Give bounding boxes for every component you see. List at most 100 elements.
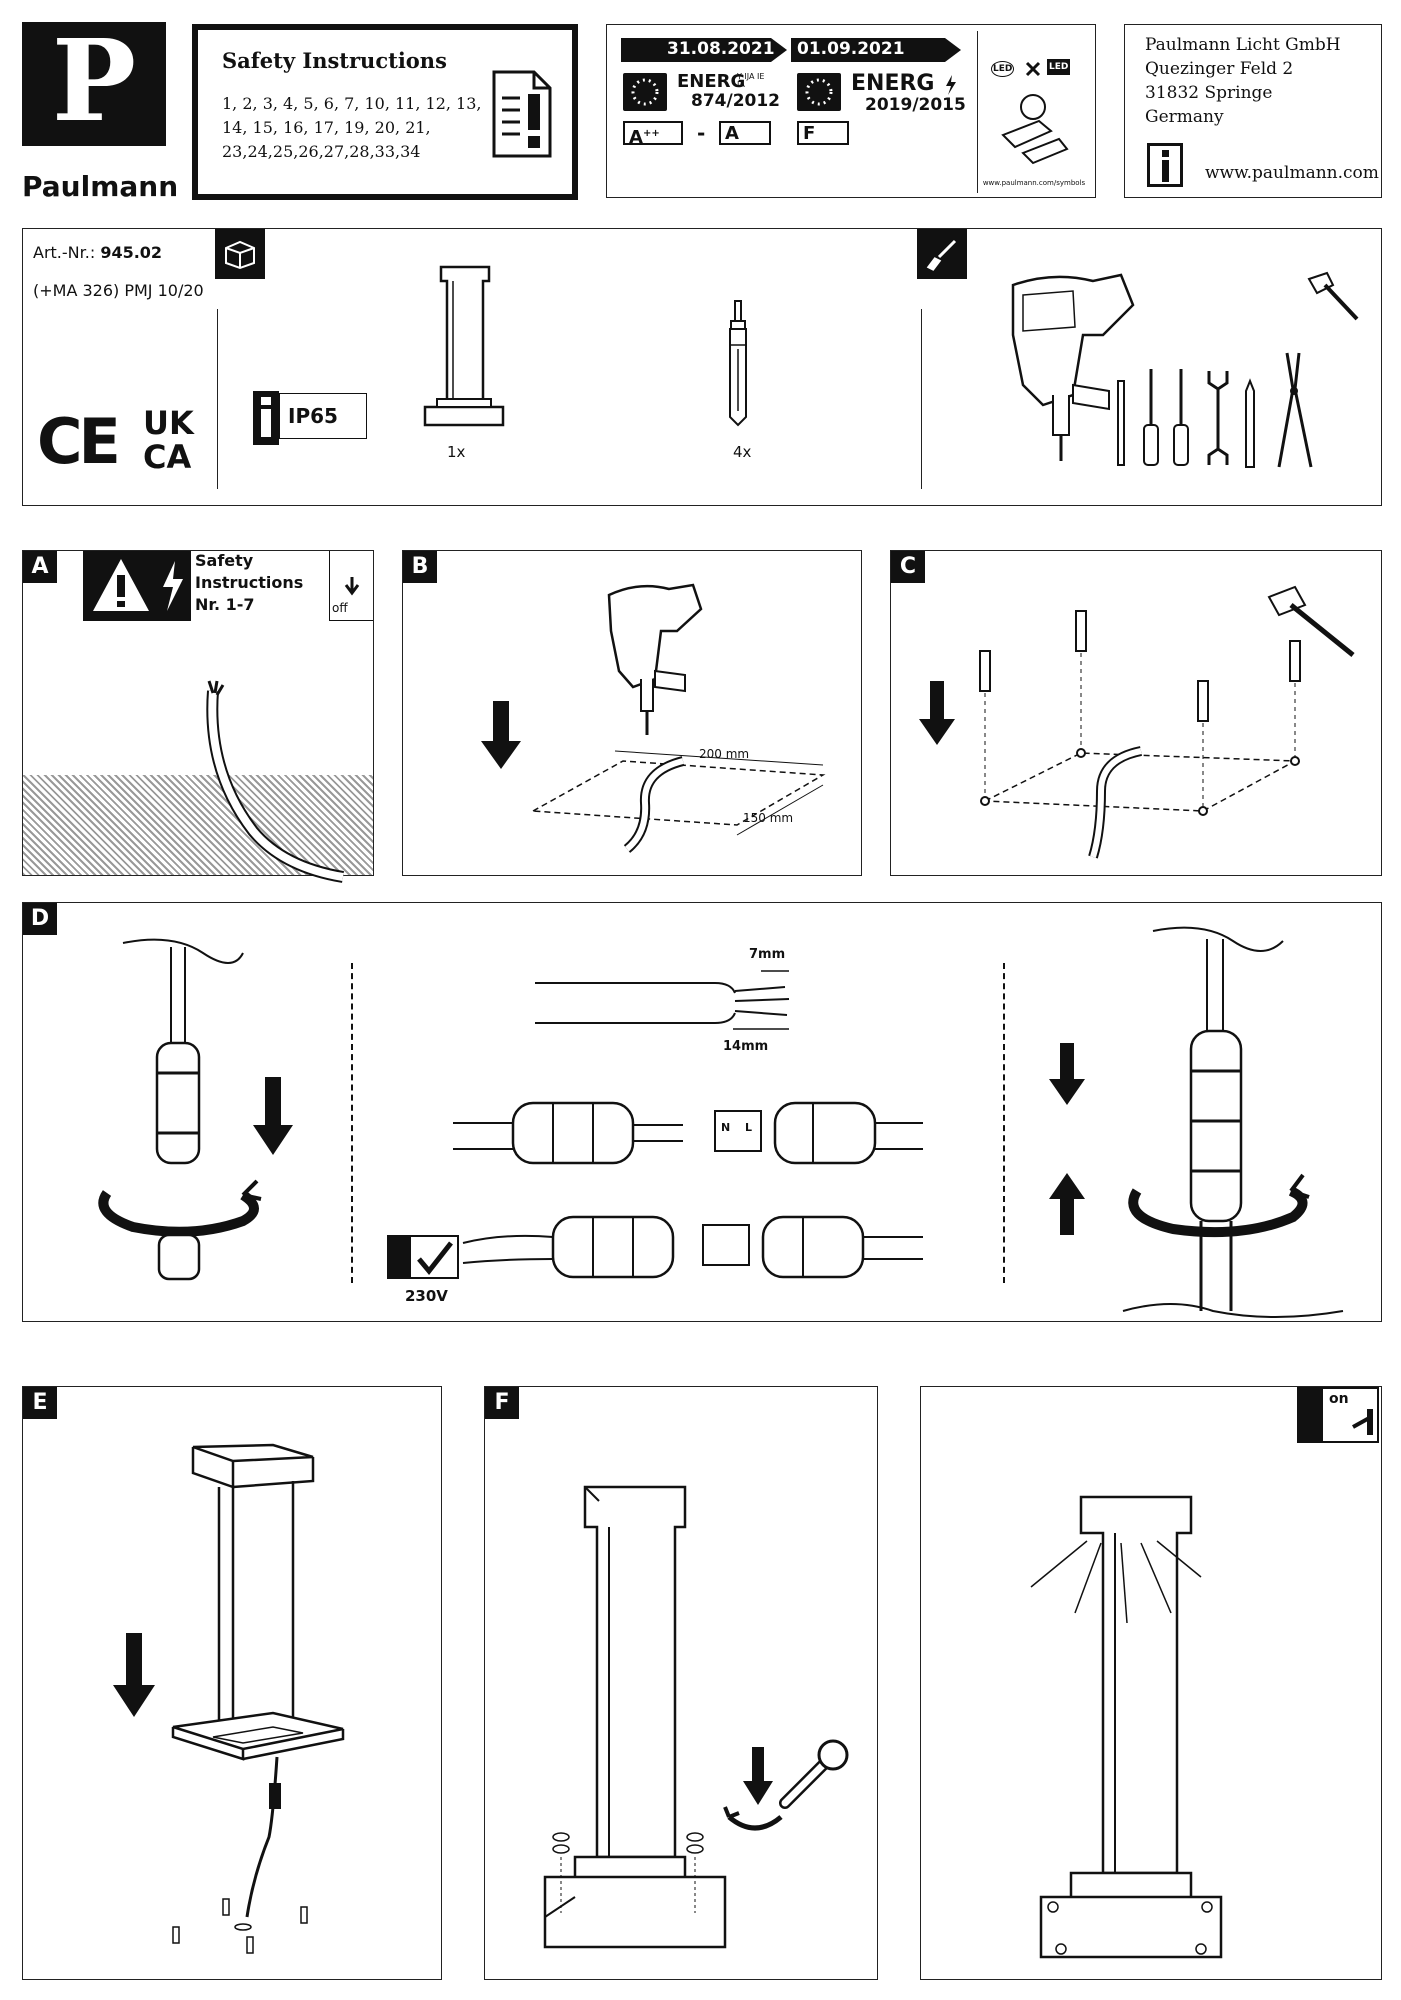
eu-flag-new <box>797 73 841 111</box>
dashed-divider-2 <box>1003 963 1005 1283</box>
art-number: 945.02 <box>100 243 163 262</box>
step-d-label: D <box>23 903 57 935</box>
reg-new: 2019/2015 <box>865 95 966 115</box>
company-city: 31832 Springe <box>1145 83 1273 103</box>
energ-old: ENERG <box>677 71 746 92</box>
safety-title: Safety Instructions <box>222 48 447 73</box>
led-cross-icon <box>1025 61 1041 77</box>
class-dash: - <box>697 121 706 145</box>
down-arrow-icon <box>481 701 521 769</box>
lamp-replace-icon <box>1001 94 1069 165</box>
qty-lamp: 1x <box>447 443 466 461</box>
drill-drawing <box>1011 273 1135 461</box>
up-arrow-icon <box>1049 1173 1085 1235</box>
symbols-url[interactable]: www.paulmann.com/symbols <box>982 179 1086 187</box>
step-b-label: B <box>403 551 437 583</box>
energy-label-box: 31.08.2021 01.09.2021 ENERG Y IJA IE IA … <box>606 24 1096 198</box>
led-label-2: LED <box>1047 59 1071 75</box>
class-old-from: A++ <box>623 121 683 148</box>
down-arrow-icon <box>919 681 955 745</box>
step-c-panel: C <box>890 550 1382 876</box>
ground-area <box>23 775 373 875</box>
lamp-lit-drawing <box>1030 1495 1223 1959</box>
date-new: 01.09.2021 <box>797 39 905 59</box>
drill-bit-icon <box>1117 380 1125 466</box>
date-new-arrow <box>791 38 961 62</box>
check-badge <box>387 1235 459 1279</box>
company-country: Germany <box>1145 107 1224 127</box>
eu-stars-icon <box>805 78 833 106</box>
step-a-panel: A Safety Instructions Nr. 1-7 off <box>22 550 374 883</box>
energ-new: ENERG <box>851 71 935 96</box>
connector-assembly-left <box>98 938 262 1281</box>
pliers-icon <box>1277 352 1313 468</box>
bollard-lamp-drawing <box>423 265 505 427</box>
info-icon <box>1147 143 1183 187</box>
company-website[interactable]: www.paulmann.com <box>1205 163 1379 183</box>
check-badge-warning <box>389 1237 411 1277</box>
wrench-icon <box>1207 371 1229 465</box>
divider-2 <box>921 309 922 489</box>
class-old-from-sup: ++ <box>642 128 660 139</box>
info-i-stem <box>1162 160 1169 182</box>
switch-on-warning <box>1299 1389 1323 1441</box>
connector-assembly-right <box>1122 926 1344 1318</box>
down-arrow-icon <box>113 1633 155 1717</box>
step-c-label: C <box>891 551 925 583</box>
cable-drawing <box>206 680 345 883</box>
step-on-panel: on <box>920 1386 1382 1980</box>
screwdriver-icon <box>926 239 957 271</box>
step-e-label: E <box>23 1387 57 1419</box>
ip-rating: IP65 <box>288 404 338 428</box>
dim-width: 200 mm <box>699 747 750 761</box>
connector-parts-drawing <box>453 1101 923 1165</box>
separator-line <box>977 31 978 193</box>
address-box: Paulmann Licht GmbH Quezinger Feld 2 318… <box>1124 24 1382 198</box>
brand-logo: P <box>22 16 166 147</box>
dashed-divider-1 <box>351 963 353 1283</box>
ukca-mark-bottom: CA <box>143 438 192 476</box>
step-f-label: F <box>485 1387 519 1419</box>
hammer-icon <box>1267 585 1355 657</box>
product-box: Art.-Nr.: 945.02 (+MA 326) PMJ 10/20 CE … <box>22 228 1382 506</box>
voltage-label: 230V <box>405 1287 448 1305</box>
safety-line-2: 14, 15, 16, 17, 19, 20, 21, <box>222 118 431 137</box>
box-icon <box>225 240 255 270</box>
wall-anchor-drawing <box>729 300 747 427</box>
ukca-mark-top: UK <box>143 404 194 442</box>
down-arrow-icon <box>743 1747 773 1805</box>
ip-rating-box: IP65 <box>279 393 367 439</box>
step-a-label: A <box>23 551 57 583</box>
terminal-l: L <box>745 1121 753 1134</box>
drill-drawing <box>607 583 703 735</box>
divider-1 <box>217 309 218 489</box>
logo-letter: P <box>51 16 137 147</box>
electric-hazard-icon <box>163 561 183 611</box>
energ-old-suffix: Y IJA IE IA <box>737 72 765 89</box>
ip-i-stem <box>261 409 271 437</box>
tools-badge <box>917 229 967 279</box>
safety-line-3: 23,24,25,26,27,28,33,34 <box>222 142 421 161</box>
rotate-icon <box>723 1806 783 1831</box>
dim-depth: 150 mm <box>743 811 794 825</box>
company-street: Quezinger Feld 2 <box>1145 59 1294 79</box>
ip-i-dot <box>261 397 271 405</box>
connector-closed-drawing <box>462 1215 923 1279</box>
warning-triangle-icon <box>93 559 149 611</box>
down-arrow-icon <box>253 1077 293 1155</box>
drill-layout-drawing <box>530 750 826 853</box>
switch-on-badge: on <box>1297 1387 1379 1443</box>
eu-stars-icon <box>631 78 659 106</box>
document-warning-icon <box>492 70 552 158</box>
strip-inner: 14mm <box>723 1039 769 1054</box>
screwdriver-flat-icon <box>1143 369 1159 466</box>
company-name: Paulmann Licht GmbH <box>1145 35 1341 55</box>
lamp-placement-drawing <box>171 1443 345 1954</box>
step-a-off: off <box>332 601 348 615</box>
brand-name: Paulmann <box>22 170 179 203</box>
switch-icon <box>1352 1409 1373 1435</box>
package-icon <box>215 229 265 279</box>
class-old-to: A <box>719 121 771 145</box>
date-old-arrow <box>621 38 787 62</box>
breaker-off-arrow-icon <box>344 577 360 596</box>
